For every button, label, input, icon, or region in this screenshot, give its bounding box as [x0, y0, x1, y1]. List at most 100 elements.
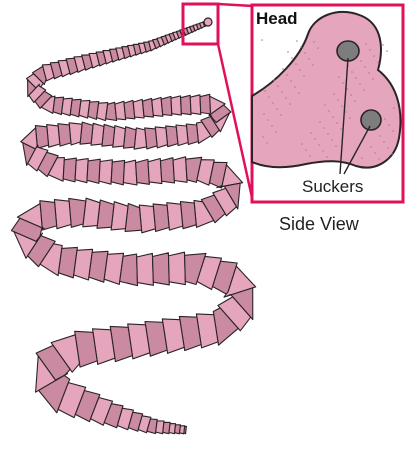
head-texture-dot	[388, 124, 390, 126]
body-segment	[161, 158, 175, 183]
head-texture-dot	[313, 41, 315, 43]
body-segment	[190, 95, 201, 115]
head-texture-dot	[368, 72, 370, 74]
head-texture-dot	[384, 118, 386, 120]
head-texture-dot	[285, 97, 287, 99]
head-texture-dot	[286, 74, 288, 76]
body-segment	[181, 95, 192, 114]
body-segment	[87, 159, 100, 183]
body-segment	[200, 94, 211, 114]
side-view-label: Side View	[279, 215, 359, 233]
head-texture-dot	[300, 46, 302, 48]
body-segment	[184, 426, 187, 433]
sucker-lower	[361, 110, 381, 130]
head-texture-dot	[327, 133, 329, 135]
head-texture-dot	[314, 138, 316, 140]
body-segment	[75, 159, 88, 183]
head-texture-dot	[298, 92, 300, 94]
head-texture-dot	[312, 64, 314, 66]
head-texture-dot	[359, 83, 361, 85]
head-texture-dot	[304, 52, 306, 54]
head-texture-dot	[308, 58, 310, 60]
head-texture-dot	[290, 80, 292, 82]
head-texture-dot	[309, 155, 311, 157]
head-texture-dot	[355, 77, 357, 79]
head-texture-dot	[386, 50, 388, 52]
head-texture-dot	[323, 127, 325, 129]
head-texture-dot	[378, 158, 380, 160]
head-texture-dot	[296, 40, 298, 42]
head-texture-dot	[263, 113, 265, 115]
head-texture-dot	[341, 105, 343, 107]
head-texture-dot	[305, 149, 307, 151]
head-texture-dot	[379, 135, 381, 137]
callout-connector-top	[218, 4, 253, 6]
head-texture-dot	[393, 107, 395, 109]
head-texture-dot	[345, 111, 347, 113]
body-segment	[153, 253, 170, 285]
head-texture-dot	[294, 86, 296, 88]
head-texture-dot	[340, 128, 342, 130]
head-texture-dot	[354, 100, 356, 102]
head-texture-dot	[322, 150, 324, 152]
head-texture-dot	[387, 147, 389, 149]
head-texture-dot	[374, 152, 376, 154]
head-texture-dot	[301, 143, 303, 145]
head-texture-dot	[391, 153, 393, 155]
head-texture-dot	[350, 94, 352, 96]
head-texture-dot	[276, 108, 278, 110]
body-segment	[173, 157, 187, 183]
body-segment	[136, 159, 150, 184]
head-texture-dot	[337, 99, 339, 101]
head-texture-dot	[326, 156, 328, 158]
body-segment	[171, 96, 181, 115]
body-segment	[148, 159, 162, 184]
head-texture-dot	[373, 55, 375, 57]
head-texture-dot	[382, 44, 384, 46]
head-texture-dot	[392, 130, 394, 132]
body-segment	[169, 252, 186, 284]
scolex	[204, 18, 212, 26]
head-texture-dot	[383, 141, 385, 143]
head-texture-dot	[262, 136, 264, 138]
head-texture-dot	[333, 93, 335, 95]
body-segment	[120, 254, 138, 286]
head-texture-dot	[267, 119, 269, 121]
head-texture-dot	[273, 79, 275, 81]
head-texture-dot	[310, 132, 312, 134]
head-texture-dot	[332, 116, 334, 118]
body-segment	[63, 158, 76, 182]
head-texture-dot	[317, 47, 319, 49]
head-texture-dot	[328, 110, 330, 112]
tapeworm-body	[11, 18, 255, 434]
head-texture-dot	[287, 51, 289, 53]
head-texture-dot	[289, 103, 291, 105]
head-texture-dot	[324, 104, 326, 106]
head-texture-dot	[360, 60, 362, 62]
head-texture-dot	[303, 75, 305, 77]
body-segment	[161, 96, 172, 115]
head-texture-dot	[277, 85, 279, 87]
head-texture-dot	[336, 122, 338, 124]
head-texture-dot	[365, 43, 367, 45]
head-texture-dot	[272, 102, 274, 104]
head-texture-dot	[361, 157, 363, 159]
head-texture-dot	[295, 63, 297, 65]
head-texture-dot	[271, 125, 273, 127]
head-texture-dot	[280, 114, 282, 116]
head-texture-dot	[372, 78, 374, 80]
head-texture-dot	[364, 66, 366, 68]
head-texture-dot	[349, 117, 351, 119]
head-texture-dot	[275, 131, 277, 133]
head-texture-dot	[377, 61, 379, 63]
body-segment	[99, 160, 112, 184]
head-texture-dot	[291, 57, 293, 59]
head-texture-dot	[299, 69, 301, 71]
head-texture-dot	[342, 82, 344, 84]
suckers-label: Suckers	[302, 178, 363, 195]
head-texture-dot	[266, 142, 268, 144]
head-texture-dot	[370, 146, 372, 148]
body-segment	[137, 253, 154, 285]
head-texture-dot	[318, 144, 320, 146]
head-label: Head	[256, 10, 298, 27]
